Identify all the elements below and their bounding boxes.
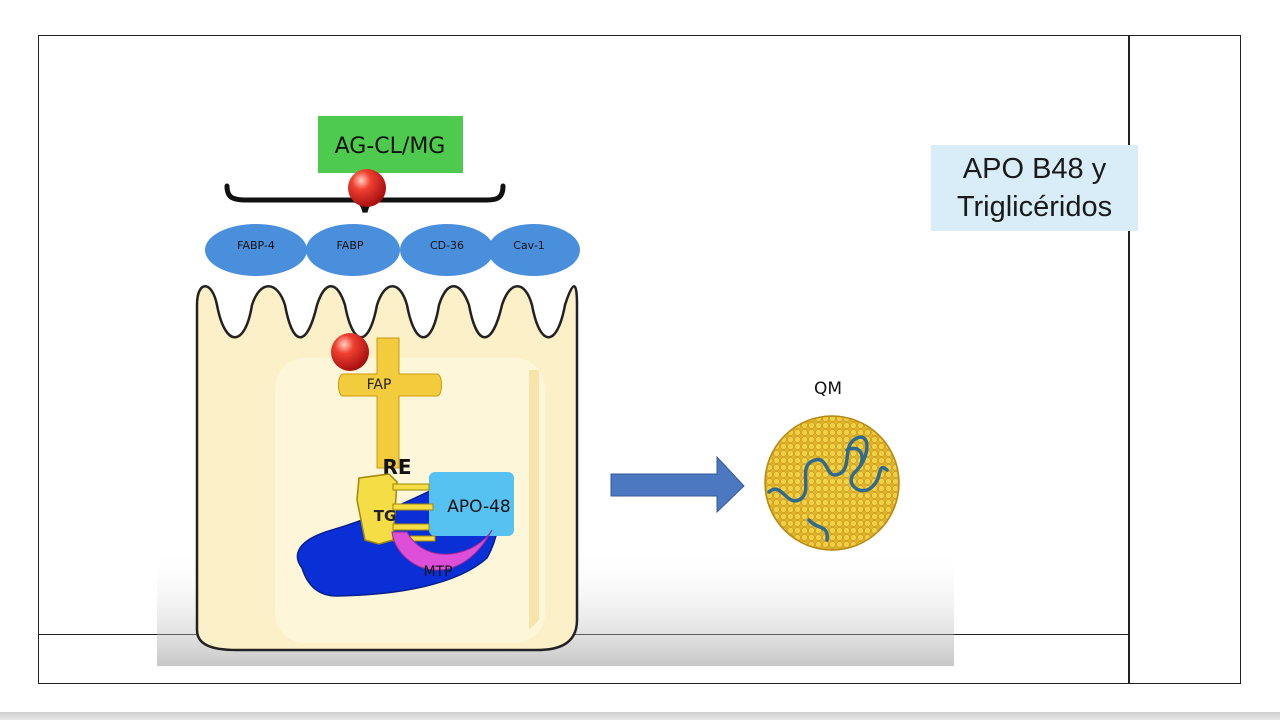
transporter-label: FABP-4 (237, 239, 275, 252)
transporter-label: FABP (336, 239, 363, 252)
mtp-label: MTP (423, 564, 452, 580)
membrane-bracket (224, 183, 506, 213)
tg-label: TG (374, 507, 397, 525)
cell-shadow (529, 370, 539, 630)
slide-divider (1128, 35, 1130, 684)
triglyceride (356, 473, 436, 545)
transporter-label: CD-36 (430, 239, 464, 252)
bottom-strip (0, 712, 1280, 720)
apo-b48-protein (429, 472, 514, 536)
transporter-oval (205, 224, 307, 276)
ligand-label: AG-CL/MG (335, 134, 446, 159)
chylomicron (764, 415, 900, 551)
transporter-row: FABP-4 FABP CD-36 Cav-1 (205, 224, 580, 276)
apo-label: APO-48 (447, 497, 511, 517)
fap-label: FAP (367, 377, 392, 393)
transporter-oval (400, 224, 494, 276)
title-line-1: APO B48 y (962, 153, 1107, 185)
transporter-label: Cav-1 (513, 239, 545, 252)
transporter-oval (488, 224, 580, 276)
lipid-absorption-diagram: AG-CL/MG FABP-4 FABP CD-36 Cav-1 FAP RE … (157, 116, 954, 666)
transporter-oval (306, 224, 400, 276)
slide-frame (38, 35, 1241, 684)
title-line-2: Triglicéridos (956, 191, 1113, 223)
secretion-arrow (610, 455, 745, 514)
mtp-protein (391, 529, 493, 571)
title-box: APO B48 y Triglicéridos (931, 145, 1138, 231)
ligand-box (318, 116, 463, 173)
qm-label: QM (814, 379, 842, 399)
fatty-acid-ball-intracellular (331, 333, 369, 371)
fatty-acid-ball (348, 169, 386, 207)
fap-protein (338, 337, 442, 469)
